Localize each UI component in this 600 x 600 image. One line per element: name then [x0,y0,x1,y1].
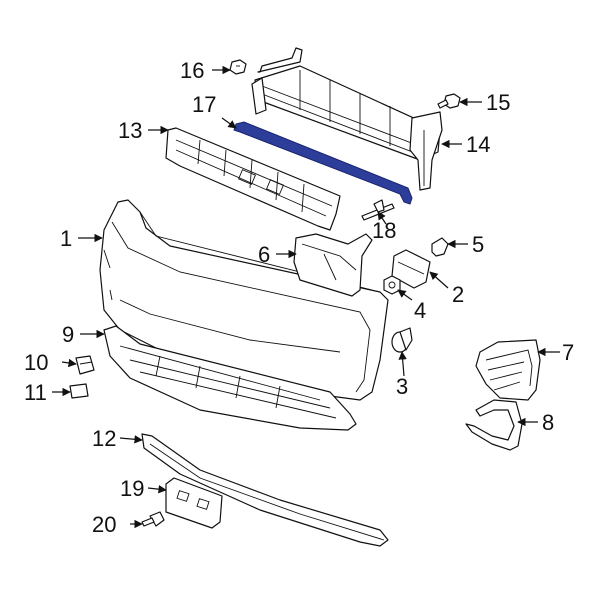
callout-8: 8 [542,410,554,435]
seal-strip[interactable] [233,121,413,205]
clip-11[interactable] [69,383,89,399]
callout-18: 18 [372,218,396,243]
callout-17: 17 [192,92,216,117]
callout-20: 20 [92,512,116,537]
callout-labels: 16 17 13 15 14 18 1 6 5 2 4 3 9 7 8 10 1… [24,58,574,537]
clip-5[interactable] [431,237,449,257]
fog-lamp-bezel[interactable] [475,339,541,401]
nut-4[interactable] [383,275,401,295]
callout-9: 9 [62,322,74,347]
screw-20[interactable] [141,511,165,527]
callout-1: 1 [60,226,72,251]
energy-absorber[interactable] [165,127,341,231]
callout-6: 6 [258,242,270,267]
leader-lines [52,65,560,529]
clip-10[interactable] [75,355,95,375]
license-bracket[interactable] [165,477,223,529]
lower-valance[interactable] [103,325,357,431]
callout-14: 14 [466,132,490,157]
callout-7: 7 [562,340,574,365]
callout-11: 11 [24,380,47,405]
callout-19: 19 [120,476,144,501]
bumper-cover[interactable] [99,199,389,401]
bezel-trim[interactable] [465,399,523,451]
reinforcement-bar[interactable] [251,47,443,191]
callout-5: 5 [472,232,484,257]
callout-12: 12 [92,426,116,451]
callout-2: 2 [452,282,464,307]
push-pin-18[interactable] [361,199,395,221]
plug-3[interactable] [391,327,413,353]
bolt-16[interactable] [229,59,247,75]
callout-15: 15 [486,90,510,115]
callout-16: 16 [180,58,204,83]
callout-4: 4 [414,298,426,323]
lower-spoiler[interactable] [141,433,389,547]
bolt-15[interactable] [437,93,461,109]
callout-3: 3 [396,374,408,399]
callout-13: 13 [118,118,142,143]
callout-10: 10 [24,350,48,375]
bumper-bracket[interactable] [293,233,373,297]
